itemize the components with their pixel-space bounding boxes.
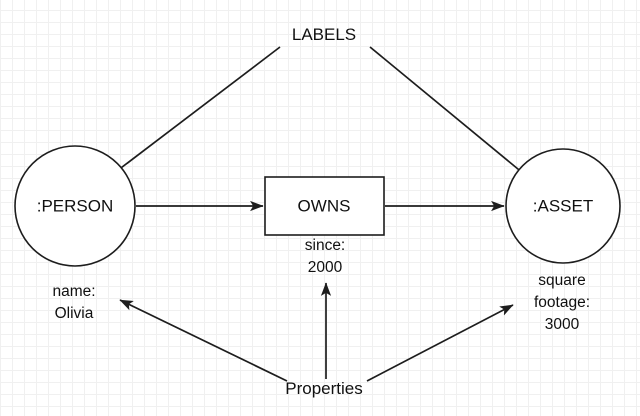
edge-group xyxy=(91,46,542,382)
asset-label: :ASSET xyxy=(533,196,593,215)
person-property-block: name: Olivia xyxy=(52,283,95,322)
node-owns[interactable]: OWNS xyxy=(264,176,385,236)
owns-property-line-1: since: xyxy=(305,237,346,254)
person-circle[interactable] xyxy=(14,145,136,267)
asset-circle[interactable] xyxy=(505,148,621,264)
person-label: :PERSON xyxy=(37,196,114,215)
properties-caption: Properties xyxy=(285,379,362,398)
owns-property-line-2: 2000 xyxy=(308,259,343,276)
asset-property-line-2: footage: xyxy=(534,294,590,311)
person-property-line-2: Olivia xyxy=(55,305,94,322)
person-property-line-1: name: xyxy=(52,283,95,300)
asset-property-line-3: 3000 xyxy=(545,316,580,333)
labels-caption: LABELS xyxy=(292,25,356,44)
owns-property-block: since: 2000 xyxy=(305,237,346,276)
edge-labels-to-asset xyxy=(369,46,542,189)
edge-properties-to-footage xyxy=(366,304,514,382)
node-asset[interactable]: :ASSET xyxy=(505,148,621,264)
owns-rect[interactable] xyxy=(264,176,385,236)
owns-label: OWNS xyxy=(298,196,351,215)
edge-properties-to-name xyxy=(119,299,288,382)
node-person[interactable]: :PERSON xyxy=(14,145,136,267)
asset-property-line-1: square xyxy=(538,272,585,289)
asset-property-block: square footage: 3000 xyxy=(534,272,590,333)
edge-labels-to-person xyxy=(91,46,281,191)
